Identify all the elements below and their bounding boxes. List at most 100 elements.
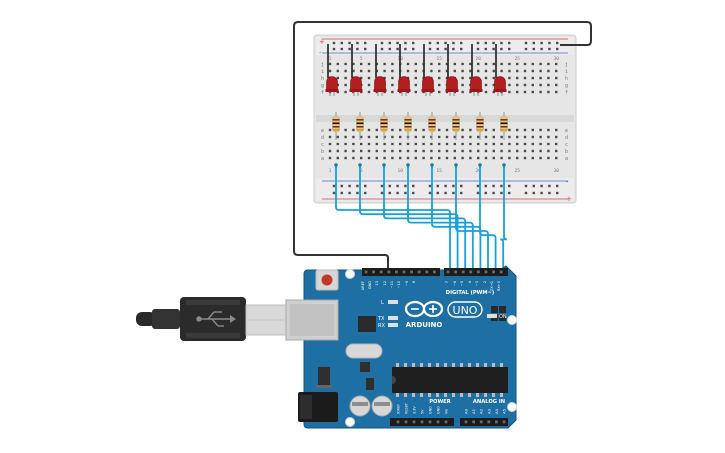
rail-hole [524,184,528,188]
digital-pin-label: 12 [383,281,387,286]
breadboard-hole [523,83,527,87]
rail-hole [532,191,535,195]
breadboard-hole [469,76,472,80]
breadboard-hole [336,69,339,73]
digital-header-left [362,268,440,276]
red-led [326,76,338,91]
breadboard-hole [508,62,511,66]
resistor-band [404,119,412,121]
rail-hole [556,184,559,188]
rail-hole [556,47,559,51]
breadboard-hole [547,69,550,73]
breadboard-hole [484,156,488,160]
breadboard-hole [523,76,527,80]
breadboard-hole [445,69,449,73]
breadboard-hole [336,135,339,139]
header-pin [433,270,436,274]
header-pin [436,420,440,424]
breadboard-hole [484,142,488,146]
led-rim [445,89,459,92]
breadboard-hole [445,156,449,160]
wire-endpoint [382,163,386,167]
breadboard-hole [523,62,527,66]
digital-pin-label: TX→1 [490,281,494,292]
breadboard-hole [508,90,511,94]
led-rim [421,89,435,92]
resistor-band [404,126,412,128]
breadboard-hole [406,142,410,146]
analog-pin-label: A4 [494,408,499,414]
rail-hole [460,47,463,51]
breadboard-hole [344,76,347,80]
led-rim [397,89,411,92]
header-pin [461,270,465,274]
breadboard-hole [469,69,472,73]
rail-hole [388,41,391,45]
row-letter: e [321,128,324,134]
resistor-band [356,129,364,131]
header-pin [469,270,473,274]
wire-endpoint [454,163,458,167]
resistor-band [380,122,388,125]
rail-hole [452,41,455,45]
rail-hole [548,191,551,195]
breadboard-hole [508,76,511,80]
breadboard-hole [430,62,433,66]
row-letter: h [321,76,324,82]
breadboard-hole [367,142,371,146]
breadboard-hole [555,69,558,73]
rail-hole [508,47,511,51]
breadboard-hole [367,149,371,153]
breadboard-hole [414,83,417,87]
digital-pin-label: 2 [483,281,487,283]
rail-hole [396,191,399,195]
breadboard-hole [430,142,433,146]
breadboard-hole [484,149,488,153]
wire-endpoint [502,163,506,167]
resistor-band [500,126,508,128]
breadboard-hole [352,69,355,73]
rail-plus-bottom: + [566,195,572,203]
breadboard-hole [523,135,527,139]
breadboard-hole [453,156,456,160]
rail-hole [348,41,351,45]
breadboard-hole [500,142,503,146]
breadboard-hole [492,69,495,73]
breadboard-hole [344,142,347,146]
rail-hole [348,184,351,188]
breadboard-hole [453,69,456,73]
header-pin [420,420,424,424]
breadboard-hole [367,83,371,87]
analog-header-title: ANALOG IN [473,399,505,405]
rail-hole [412,41,415,45]
breadboard-hole [539,128,542,132]
breadboard-hole [492,142,495,146]
breadboard-hole [367,69,371,73]
breadboard-hole [500,62,503,66]
breadboard-hole [461,135,464,139]
breadboard-hole [453,135,456,139]
rail-hole [508,41,511,45]
rail-plus-top: + [319,38,325,46]
red-led [350,76,362,91]
breadboard-hole [555,62,558,66]
wire-endpoint [358,163,362,167]
rail-hole [388,47,391,51]
column-number: 25 [514,56,520,62]
resistor-band [476,122,484,125]
small-transistor [360,362,370,372]
rail-hole [396,47,399,51]
red-led [374,76,386,91]
breadboard-hole [547,128,550,132]
breadboard-hole [367,156,371,160]
column-number: 25 [514,168,520,174]
breadboard-hole [461,83,464,87]
resistor-band [500,129,508,131]
rail-minus-bottom: - [566,178,569,186]
mounting-hole [345,269,355,279]
column-number: 20 [475,168,481,174]
breadboard-hole [414,156,417,160]
header-pin [444,420,448,424]
